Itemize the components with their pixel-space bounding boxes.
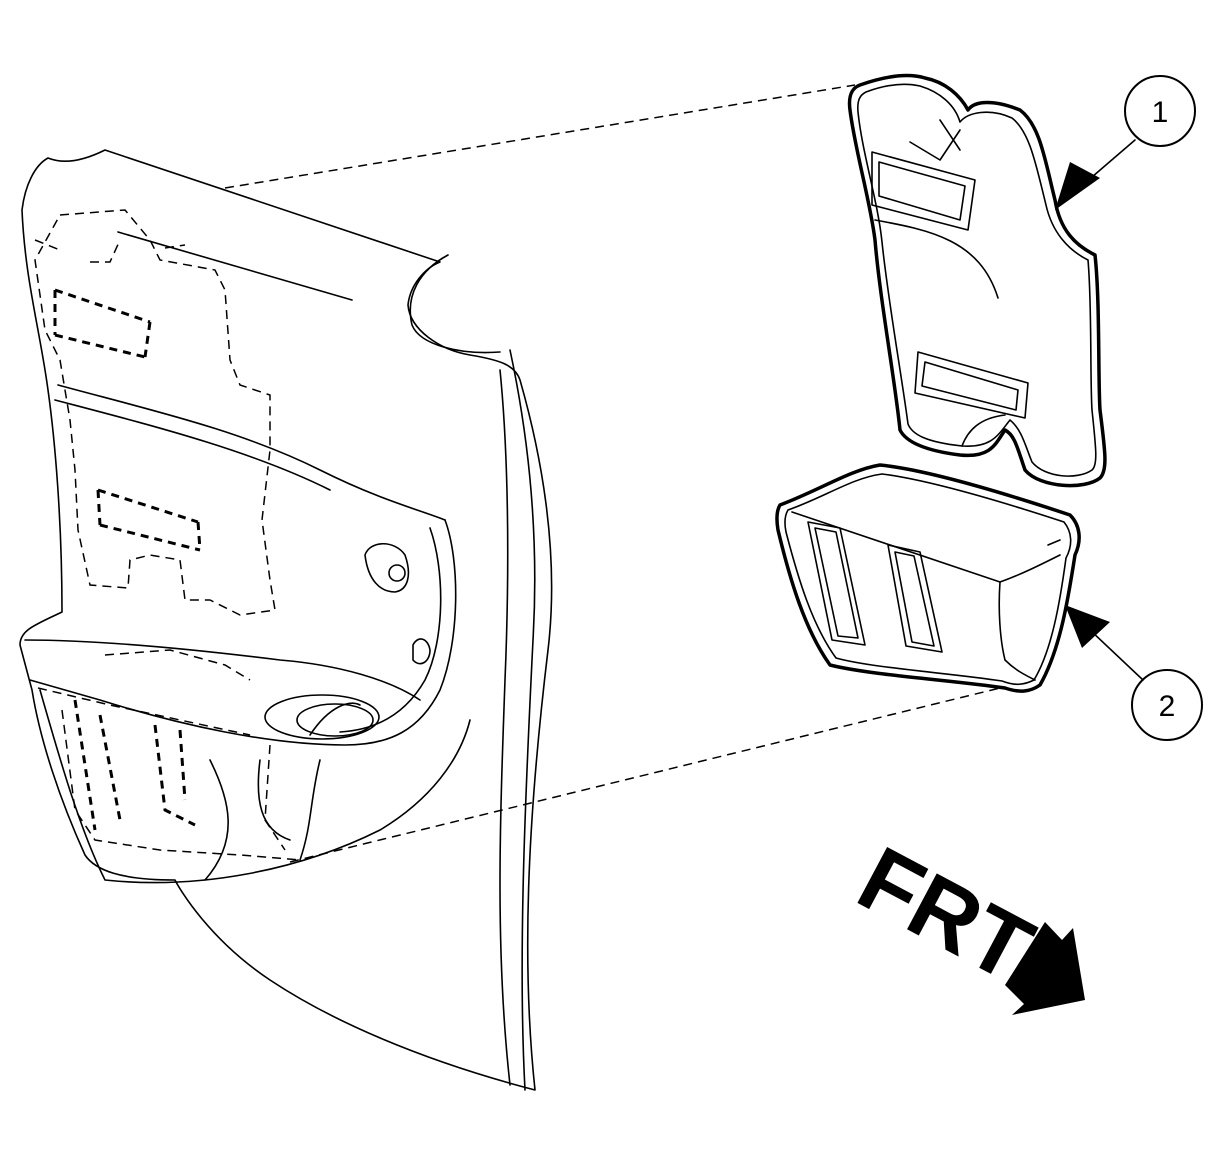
callout-1-arrowhead bbox=[1055, 162, 1100, 210]
callout-1-label: 1 bbox=[1152, 96, 1169, 129]
callout-2-circle bbox=[1131, 669, 1203, 741]
exploded-view-leader-lines bbox=[224, 84, 1001, 863]
callout-1-circle bbox=[1124, 75, 1196, 147]
callout-2-leader bbox=[1089, 629, 1144, 681]
frt-arrow-icon bbox=[1005, 922, 1085, 1015]
callout-1: 1 bbox=[1055, 75, 1196, 210]
front-direction-indicator: FRT bbox=[843, 828, 1085, 1015]
callout-2-arrowhead bbox=[1065, 605, 1110, 648]
lower-insulator-part bbox=[775, 463, 1081, 693]
callout-2: 2 bbox=[1065, 605, 1203, 741]
hidden-insulator-outlines bbox=[34, 209, 301, 861]
upper-insulator-part bbox=[847, 73, 1107, 488]
door-trim-panel bbox=[19, 149, 553, 1091]
callout-2-label: 2 bbox=[1159, 690, 1176, 723]
